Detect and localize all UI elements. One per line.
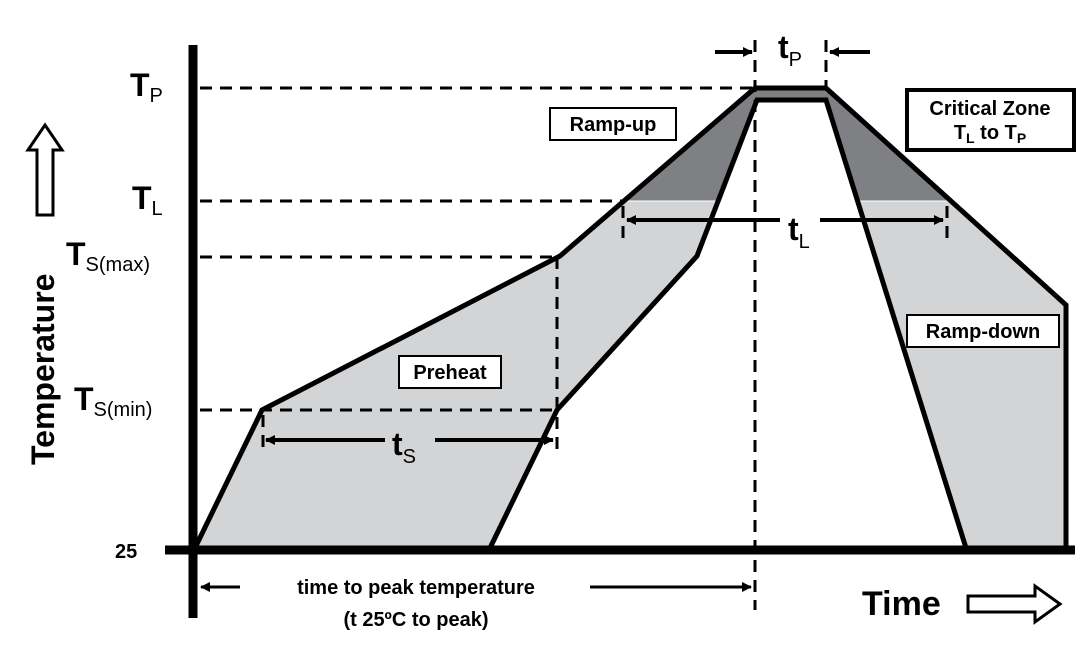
upper-profile-line — [192, 85, 1069, 550]
interval-arrows — [200, 47, 944, 592]
ts-max-level-label: TS(max) — [66, 236, 150, 276]
time-to-peak-sublabel: (t 25ºC to peak) — [343, 609, 488, 631]
x-axis-label: Time — [862, 585, 941, 623]
tp-level-label: TP — [130, 67, 163, 107]
ts-min-level-label: TS(min) — [74, 381, 152, 421]
tp-interval-label: tP — [778, 29, 802, 71]
svg-text:Preheat: Preheat — [413, 362, 487, 384]
ramp-down-box: Ramp-down — [906, 314, 1060, 348]
critical-zone — [623, 88, 951, 201]
tl-level-label: TL — [132, 180, 163, 220]
svg-text:Ramp-down: Ramp-down — [926, 321, 1040, 343]
lower-profile-line — [487, 97, 969, 550]
tl-interval-label: tL — [788, 211, 810, 253]
origin-label: 25 — [115, 541, 137, 563]
preheat-box: Preheat — [398, 355, 502, 389]
temperature-arrow-icon — [25, 122, 65, 217]
ts-interval-label: tS — [392, 426, 416, 468]
ramp-up-box: Ramp-up — [549, 107, 677, 141]
process-window-zone — [195, 88, 1066, 548]
time-arrow-icon — [966, 583, 1063, 625]
time-to-peak-label: time to peak temperature — [297, 577, 535, 599]
svg-text:Critical Zone: Critical Zone — [929, 98, 1050, 120]
svg-text:Ramp-up: Ramp-up — [570, 114, 657, 136]
svg-text:TL to TP: TL to TP — [954, 122, 1026, 146]
critical-zone-box: Critical Zone TL to TP — [905, 88, 1076, 152]
guide-lines — [200, 40, 949, 610]
y-axis-label: Temperature — [25, 274, 61, 465]
